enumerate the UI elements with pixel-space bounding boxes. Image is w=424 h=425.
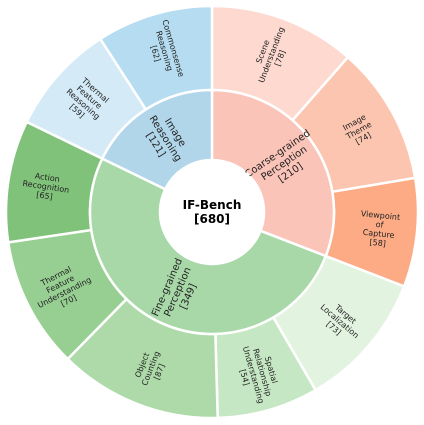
segment-label-viewpoint-of-capture: ViewpointofCapture[58]	[358, 209, 401, 249]
center-hub: IF-Bench [680]	[160, 160, 264, 264]
inner-ring: Coarse-grainedPerception[210]Fine-graine…	[88, 88, 336, 336]
segment-label-line: Action	[34, 171, 60, 184]
center-total: [680]	[194, 212, 230, 226]
segment-label-object-counting: ObjectCounting[87]	[132, 347, 171, 391]
segment-label-line: of	[375, 220, 384, 230]
segment-label-line: [58]	[369, 238, 386, 249]
segment-label-line: [62]	[149, 44, 162, 62]
segment-label-line: [65]	[36, 190, 54, 201]
segment-label-line: [54]	[238, 368, 251, 386]
segment-label-line: Capture	[362, 228, 395, 240]
center-circle	[160, 160, 264, 264]
segment-label-line: Viewpoint	[360, 209, 400, 222]
outer-ring: SceneUnderstanding[78]ImageTheme[74]View…	[4, 4, 420, 420]
center-title: IF-Bench	[183, 198, 242, 212]
